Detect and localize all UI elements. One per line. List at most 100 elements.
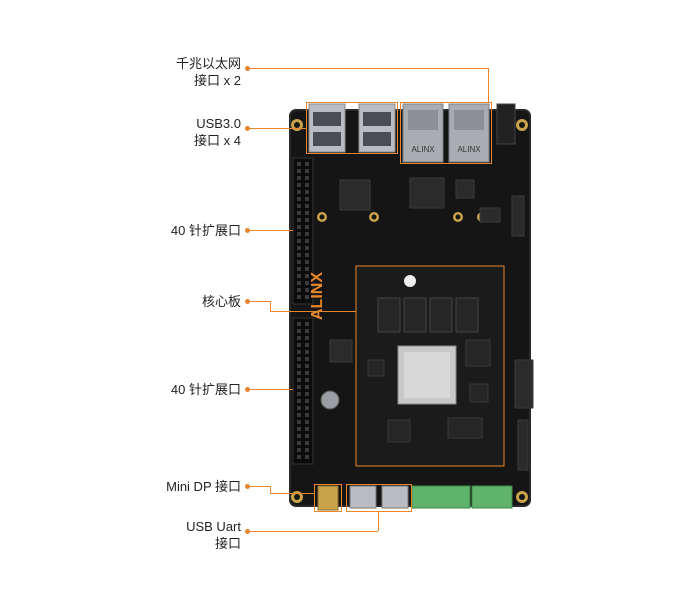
header-pin [305, 399, 309, 403]
header-pin [305, 392, 309, 396]
ethernet-highlight-box [400, 102, 492, 164]
header-pin [305, 364, 309, 368]
header-pin [305, 169, 309, 173]
header-pin [297, 448, 301, 452]
header-pin [305, 322, 309, 326]
mini-dp-label: Mini DP 接口 [166, 478, 241, 495]
header-pin [297, 357, 301, 361]
usb-uart-leader-dot [245, 529, 250, 534]
ethernet-label-line2: 接口 x 2 [194, 73, 241, 88]
header-pin [305, 183, 309, 187]
usb-uart-label-line2: 接口 [214, 536, 241, 551]
mini-dp-leader [250, 486, 270, 487]
header-pin [297, 399, 301, 403]
header-pin [305, 211, 309, 215]
mini-dp-leader-dot [245, 484, 250, 489]
header-pin [305, 455, 309, 459]
header-pin [305, 329, 309, 333]
header-pin [305, 190, 309, 194]
usb-uart-connectors [349, 485, 409, 509]
header-pin [305, 288, 309, 292]
header-pin [297, 295, 301, 299]
core-board-label-text: 核心板 [201, 294, 241, 309]
core-board-leader-right [270, 311, 356, 312]
ethernet-label: 千兆以太网 接口 x 2 [176, 55, 241, 89]
header-pin [305, 204, 309, 208]
header-pin [297, 385, 301, 389]
usb-uart-highlight-box [346, 484, 412, 512]
brand-logo: ALINX [309, 272, 326, 320]
header-pin [297, 246, 301, 250]
usb-uart-label: USB Uart 接口 [186, 518, 241, 552]
header-pin [305, 385, 309, 389]
core-board-leader [250, 301, 270, 302]
mini-dp-label-text: Mini DP 接口 [166, 479, 241, 494]
rj45-ports: ALINX ALINX [402, 103, 490, 163]
header-pin [305, 225, 309, 229]
usb3-highlight-box [306, 102, 398, 154]
header-pin [297, 218, 301, 222]
mini-dp-connector [317, 485, 339, 511]
header-pin [305, 274, 309, 278]
header-pin [297, 343, 301, 347]
usb3-label: USB3.0 接口 x 4 [194, 115, 241, 149]
header-pin [305, 371, 309, 375]
header-pin [305, 441, 309, 445]
header-pin [297, 197, 301, 201]
header-pin [297, 260, 301, 264]
core-small-chips [367, 339, 491, 443]
mini-dp-highlight-box [314, 484, 342, 512]
header-pin [297, 455, 301, 459]
header-pin [297, 162, 301, 166]
expansion-top-leader [250, 230, 293, 231]
header-pin [305, 427, 309, 431]
header-pin [305, 434, 309, 438]
ethernet-label-line1: 千兆以太网 [175, 56, 241, 71]
header-pin [297, 232, 301, 236]
header-pin [305, 295, 309, 299]
ethernet-leader [250, 68, 488, 69]
header-pin [297, 413, 301, 417]
core-board-leader-dot [245, 299, 250, 304]
expansion-top-label: 40 针扩展口 [171, 222, 241, 239]
header-pin [305, 281, 309, 285]
usb3-ports [308, 103, 396, 153]
header-pin [305, 246, 309, 250]
core-board-label: 核心板 [202, 293, 241, 310]
header-pin [297, 225, 301, 229]
header-pin [297, 176, 301, 180]
header-pin [297, 350, 301, 354]
core-board-leader-down [270, 301, 271, 311]
header-pin [305, 420, 309, 424]
header-pin [305, 413, 309, 417]
mini-dp-leader-down [270, 486, 271, 493]
header-pin [297, 441, 301, 445]
header-pin [305, 357, 309, 361]
ethernet-leader-down [488, 68, 489, 102]
header-pin [297, 329, 301, 333]
header-pin [305, 253, 309, 257]
header-pin [305, 378, 309, 382]
expansion-top-label-text: 40 针扩展口 [170, 223, 241, 238]
header-pin [305, 350, 309, 354]
mini-dp-leader-right [270, 493, 314, 494]
header-pin [305, 232, 309, 236]
header-bottom [292, 317, 314, 465]
header-pin [297, 336, 301, 340]
header-pin [297, 427, 301, 431]
header-pin [297, 378, 301, 382]
header-pin [297, 169, 301, 173]
expansion-bottom-leader-dot [245, 387, 250, 392]
header-pin [297, 322, 301, 326]
ethernet-leader-dot [245, 66, 250, 71]
header-pin [297, 364, 301, 368]
header-pin [305, 218, 309, 222]
expansion-bottom-label-text: 40 针扩展口 [170, 382, 241, 397]
header-pin [297, 190, 301, 194]
header-pin [297, 183, 301, 187]
header-pin [305, 267, 309, 271]
header-pin [305, 336, 309, 340]
header-pin [305, 197, 309, 201]
header-pin [305, 406, 309, 410]
header-pin [297, 281, 301, 285]
